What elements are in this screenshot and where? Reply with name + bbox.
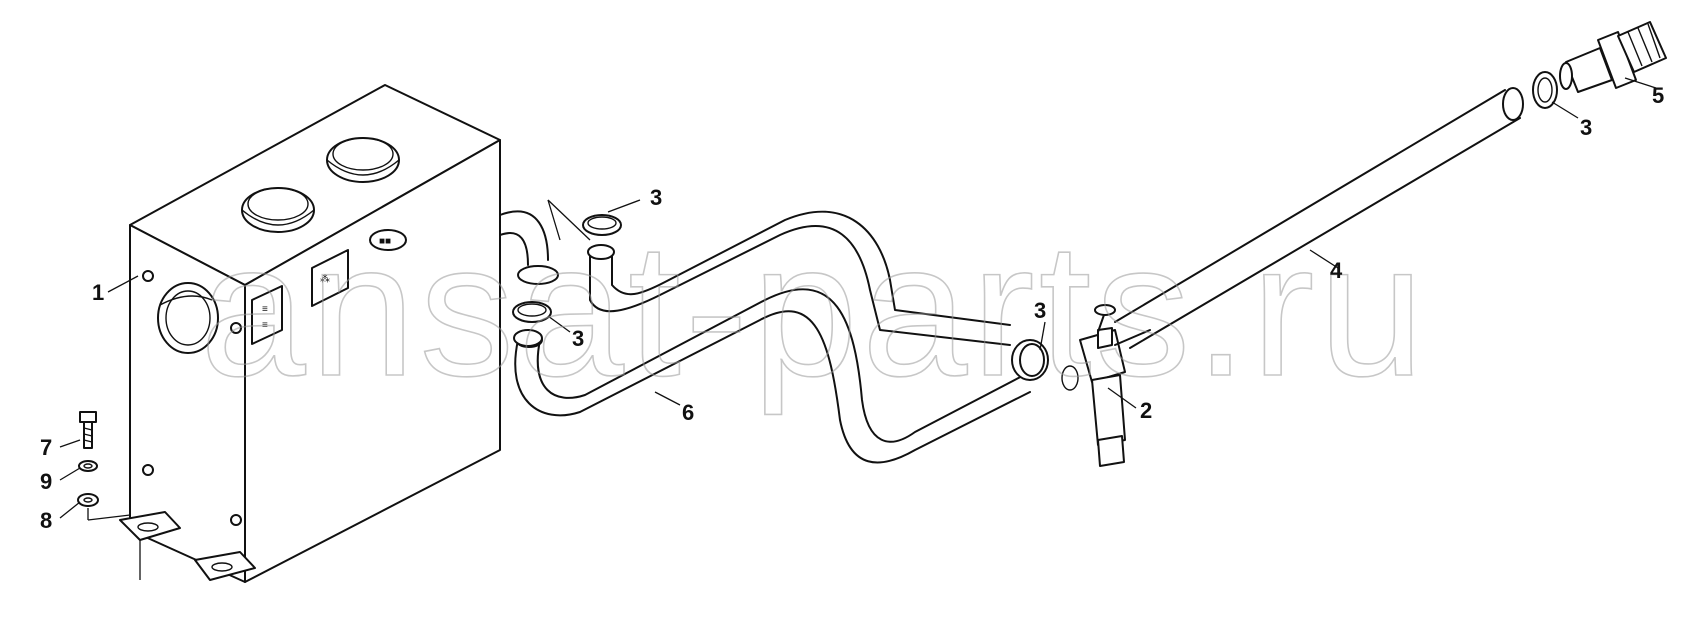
hose-upper	[499, 210, 1011, 346]
hose-clamp	[512, 301, 552, 323]
bolt	[79, 411, 97, 449]
screw-icon	[142, 464, 154, 476]
flat-washer	[77, 493, 99, 507]
hose-clamp	[1532, 71, 1558, 109]
callout-4: 4	[1330, 258, 1343, 283]
screw-icon	[230, 322, 242, 334]
svg-text:■■: ■■	[379, 236, 391, 247]
screw-icon	[142, 270, 154, 282]
hose-clamp	[1019, 343, 1079, 391]
svg-text:≡: ≡	[262, 320, 268, 331]
mounting-foot-rear	[194, 551, 256, 581]
callout-3-upper-hose: 3	[650, 185, 662, 210]
callout-1: 1	[92, 280, 104, 305]
callout-9: 9	[40, 469, 52, 494]
filler-cap-front	[241, 187, 315, 233]
sight-glass	[157, 282, 219, 354]
callout-2: 2	[1140, 398, 1152, 423]
screw-icon	[230, 514, 242, 526]
mounting-foot-front	[119, 511, 181, 541]
watermark-text: ansat-parts.ru	[200, 204, 1428, 416]
lock-washer	[78, 460, 98, 472]
side-label-plate: ⁂	[311, 249, 349, 307]
badge-oval: ■■	[369, 229, 407, 251]
reservoir-tank: ⁂ ≡ ≡ ■■	[119, 84, 501, 583]
lock-washer-hole	[83, 463, 93, 469]
hose-4	[1114, 87, 1524, 349]
callout-5: 5	[1652, 83, 1664, 108]
svg-text:⁂: ⁂	[320, 274, 330, 285]
hose-clamp	[582, 214, 622, 236]
tee-fitting	[1011, 304, 1151, 467]
hose-end-fitting	[513, 329, 543, 347]
callout-8: 8	[40, 508, 52, 533]
callout-6: 6	[682, 400, 694, 425]
flat-washer-hole	[83, 497, 93, 503]
callout-3-lower-hose: 3	[572, 326, 584, 351]
connector-fitting	[1559, 21, 1667, 93]
filler-cap-rear	[326, 137, 400, 183]
callout-3-top: 3	[1580, 115, 1592, 140]
front-label-plate: ≡ ≡	[251, 285, 283, 345]
callout-7: 7	[40, 435, 52, 460]
callout-3-tee: 3	[1034, 298, 1046, 323]
svg-text:≡: ≡	[262, 304, 268, 315]
